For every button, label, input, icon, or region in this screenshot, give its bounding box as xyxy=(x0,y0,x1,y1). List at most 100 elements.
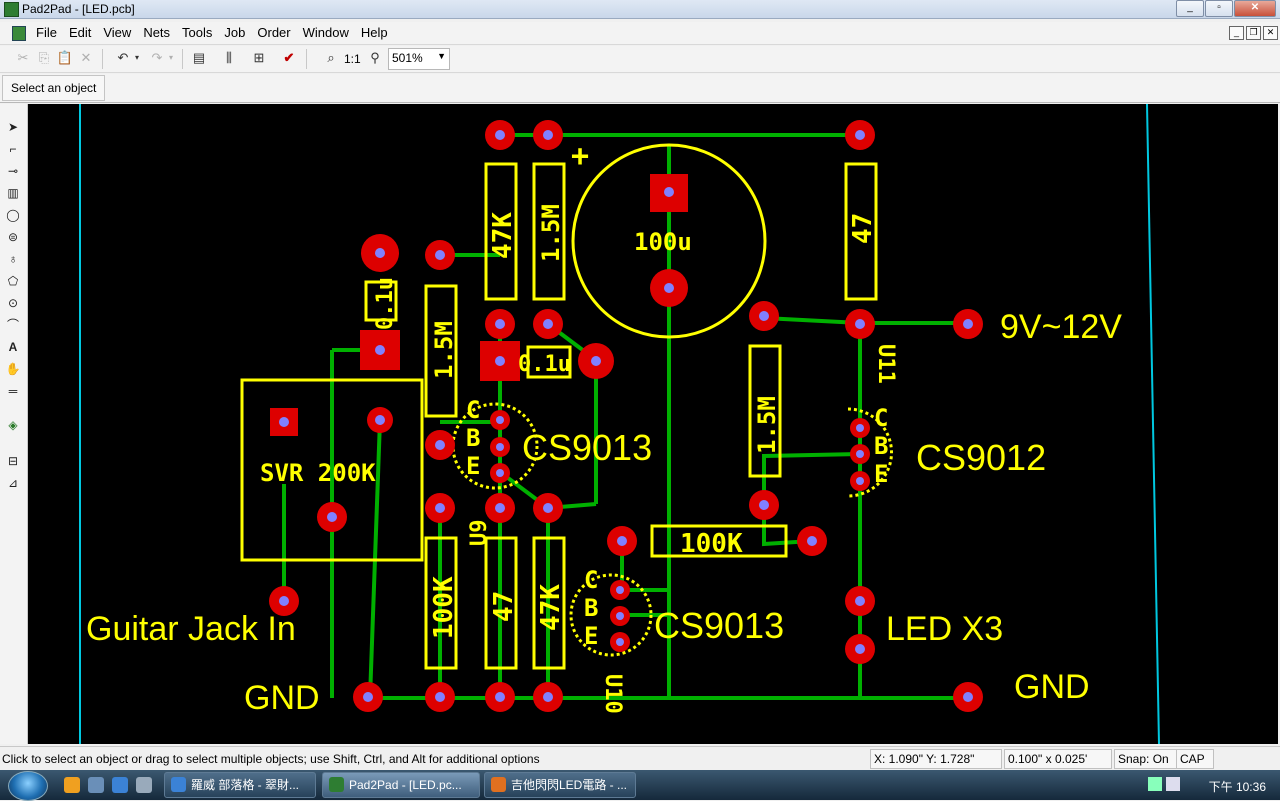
clock[interactable]: 下午 10:36 xyxy=(1208,780,1266,794)
capacitor-outline xyxy=(526,345,572,379)
select-arrow-icon[interactable]: ➤ xyxy=(7,120,19,134)
label-r1: 47K xyxy=(488,212,518,259)
menu-tools[interactable]: Tools xyxy=(182,25,213,40)
redo-icon[interactable]: ↷ xyxy=(151,50,163,65)
volume-icon[interactable] xyxy=(1166,777,1180,791)
pcb-canvas[interactable]: 47K 1.5M + 100u 47 9V~12V 0.1u 1.5M 0.1u… xyxy=(28,104,1278,744)
drill xyxy=(375,248,385,258)
label-led: LED X3 xyxy=(886,610,1003,648)
resistor-outline xyxy=(650,524,788,558)
delete-icon[interactable]: ✕ xyxy=(80,50,92,65)
check-icon[interactable]: ✔ xyxy=(283,50,295,65)
taskbar-button-led-circuit[interactable]: 吉他閃閃LED電路 - ... xyxy=(484,772,636,798)
resistor-outline xyxy=(424,536,458,670)
grid-tool-icon[interactable]: ⊟ xyxy=(7,454,19,468)
label-cap2: 0.1u xyxy=(518,352,571,377)
main-toolbar: ✂ ⎘ 📋 ✕ ↶ ▾ ↷ ▾ ▤ ⫼ ⊞ ✔ ⌕ 1:1 ⚲ 501% ▼ xyxy=(0,46,1280,73)
menu-file[interactable]: File xyxy=(36,25,57,40)
label-r7: 100K xyxy=(429,576,459,639)
hand-tool-icon[interactable]: ✋ xyxy=(5,362,21,376)
label-b-c: B xyxy=(584,594,598,622)
drill xyxy=(759,311,769,321)
copy-icon[interactable]: ⎘ xyxy=(38,50,50,65)
label-u11: U11 xyxy=(873,344,898,384)
start-button[interactable] xyxy=(8,771,48,801)
drum-tool-icon[interactable]: ⊜ xyxy=(7,230,19,244)
menu-edit[interactable]: Edit xyxy=(68,25,92,40)
mdi-minimize-button[interactable]: _ xyxy=(1229,26,1244,40)
app-icon xyxy=(4,2,19,17)
grid-value: 0.100" x 0.025' xyxy=(1008,752,1088,766)
net-icon[interactable]: ⊞ xyxy=(253,50,265,65)
zoom-select[interactable]: 501% ▼ xyxy=(388,48,450,70)
zoom-1to1-button[interactable]: 1:1 xyxy=(344,52,361,66)
document-icon[interactable] xyxy=(12,26,26,41)
window-title: Pad2Pad - [LED.pcb] xyxy=(22,2,135,16)
menu-view[interactable]: View xyxy=(103,25,132,40)
label-cap-100u: 100u xyxy=(634,228,692,256)
grid-select[interactable]: 0.100" x 0.025' xyxy=(1004,749,1112,769)
close-button[interactable]: ✕ xyxy=(1234,0,1276,17)
taskbar: 羅威 部落格 - 翠財... Pad2Pad - [LED.pc... 吉他閃閃… xyxy=(0,770,1280,801)
undo-icon[interactable]: ↶ xyxy=(117,50,129,65)
drill xyxy=(279,596,289,606)
label-r6: 100K xyxy=(680,529,743,559)
resistor-outline xyxy=(748,344,782,478)
undo-dropdown-icon[interactable]: ▾ xyxy=(134,53,139,62)
mdi-close-button[interactable]: ✕ xyxy=(1263,26,1278,40)
maximize-button[interactable]: ▫ xyxy=(1205,0,1233,17)
menu-nets[interactable]: Nets xyxy=(143,25,171,40)
ellipse-tool-icon[interactable]: ◯ xyxy=(6,208,20,222)
board-edge-right xyxy=(1146,104,1160,744)
taskbar-button-pad2pad[interactable]: Pad2Pad - [LED.pc... xyxy=(322,772,480,798)
drill xyxy=(664,283,674,293)
menu-job[interactable]: Job xyxy=(224,25,246,40)
text-tool-icon[interactable]: A xyxy=(8,340,18,354)
system-tray: 下午 10:36 xyxy=(1140,770,1280,800)
ruler-tool-icon[interactable]: ═ xyxy=(8,384,18,398)
zoom-area-icon[interactable]: ⌕ xyxy=(327,50,335,65)
label-r8: 47 xyxy=(489,591,519,622)
media-player-icon[interactable] xyxy=(64,777,80,793)
menu-order[interactable]: Order xyxy=(257,25,291,40)
explorer-icon[interactable] xyxy=(136,777,152,793)
pad-tool-icon[interactable]: ⊙ xyxy=(7,296,19,310)
polygon-tool-icon[interactable]: ⬠ xyxy=(7,274,19,288)
show-desktop-icon[interactable] xyxy=(88,777,104,793)
properties-icon[interactable]: ▤ xyxy=(192,50,206,65)
layers-icon[interactable]: ◈ xyxy=(8,418,18,432)
measure-tool-icon[interactable]: ⊿ xyxy=(7,476,19,490)
snap-toggle[interactable]: Snap: On xyxy=(1114,749,1178,769)
drill xyxy=(495,130,505,140)
component-icon[interactable]: ⫼ xyxy=(226,50,232,65)
network-icon[interactable] xyxy=(1148,777,1162,791)
zoom-icon[interactable]: ⚲ xyxy=(370,50,380,65)
drill xyxy=(279,417,289,427)
arc-tool-icon[interactable]: ⌒ xyxy=(6,318,19,332)
hint-text: Select an object xyxy=(2,75,106,101)
menu-window[interactable]: Window xyxy=(302,25,349,40)
mdi-restore-button[interactable]: ❐ xyxy=(1246,26,1261,40)
label-r9: 47K xyxy=(536,584,566,631)
redo-dropdown-icon[interactable]: ▾ xyxy=(168,53,173,62)
connect-tool-icon[interactable]: ⊸ xyxy=(7,164,19,178)
menu-help[interactable]: Help xyxy=(360,25,388,40)
pin-tool-icon[interactable]: ♁ xyxy=(8,252,18,266)
resistor-outline xyxy=(532,536,566,670)
minimize-button[interactable]: _ xyxy=(1176,0,1204,17)
trace-tool-icon[interactable]: ⌐ xyxy=(9,142,17,156)
drill xyxy=(327,512,337,522)
cut-icon[interactable]: ✂ xyxy=(17,50,29,65)
drill xyxy=(807,536,817,546)
drill xyxy=(495,319,505,329)
component-tool-icon[interactable]: ▥ xyxy=(7,186,19,200)
resistor-outline xyxy=(844,162,878,301)
taskbar-button-label: 吉他閃閃LED電路 - ... xyxy=(511,778,628,792)
drill xyxy=(856,424,864,432)
taskbar-button-label: 羅威 部落格 - 翠財... xyxy=(191,778,300,792)
cursor-coordinates: X: 1.090" Y: 1.728" xyxy=(870,749,1002,769)
label-c-c: C xyxy=(584,566,598,594)
ie-icon[interactable] xyxy=(112,777,128,793)
paste-icon[interactable]: 📋 xyxy=(56,50,74,65)
taskbar-button-blog[interactable]: 羅威 部落格 - 翠財... xyxy=(164,772,316,798)
